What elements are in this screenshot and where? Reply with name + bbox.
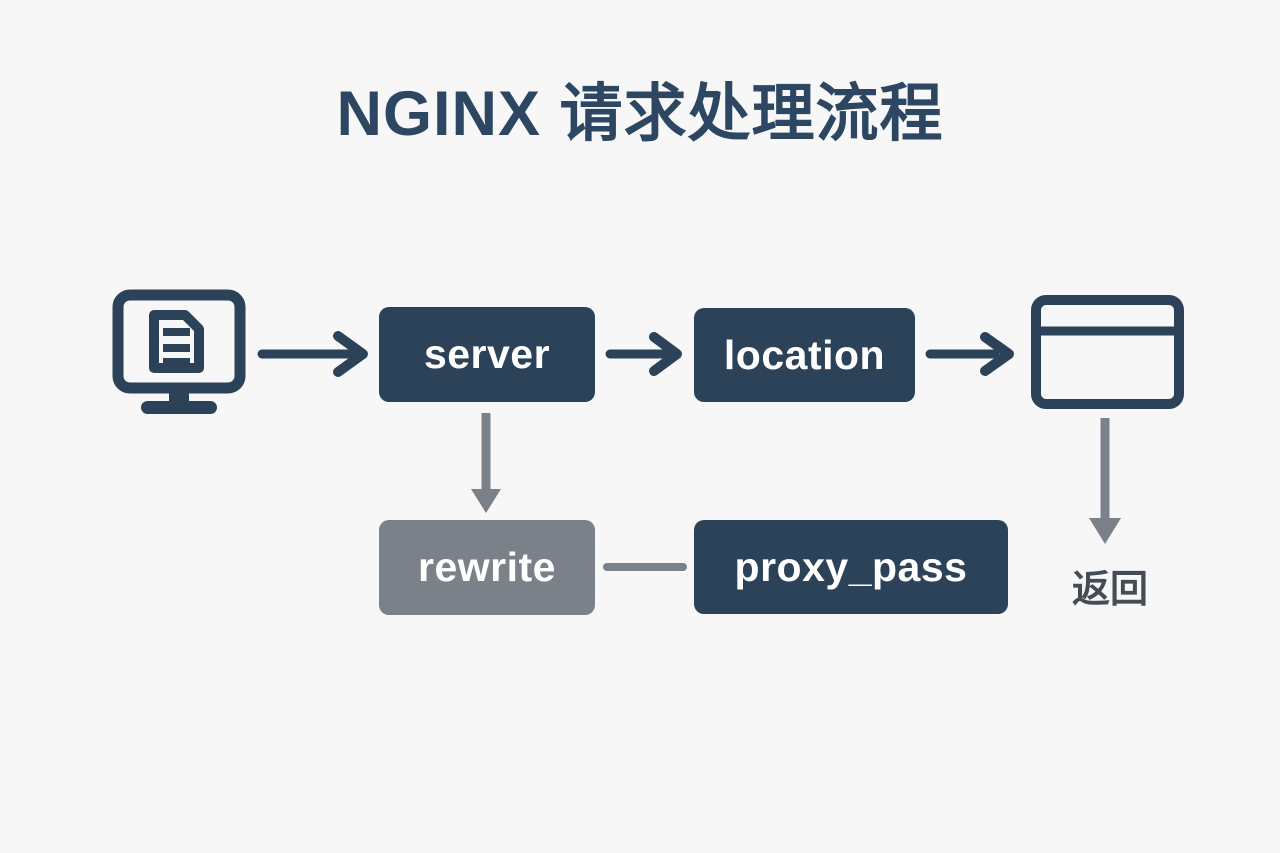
monitor-screen-outline	[112, 289, 246, 394]
arrow-server-to-location	[605, 332, 682, 376]
page-title: NGINX 请求处理流程	[336, 79, 944, 149]
document-outline-icon	[149, 310, 204, 373]
node-proxy-pass[interactable]: proxy_pass	[694, 520, 1008, 614]
monitor-document-icon	[112, 289, 246, 414]
return-label: 返回	[1071, 569, 1148, 611]
node-location[interactable]: location	[694, 308, 915, 402]
arrow-head	[980, 332, 1014, 376]
monitor-stand-neck	[169, 388, 189, 406]
arrow-head	[649, 332, 682, 376]
arrow-head	[1089, 518, 1121, 544]
arrow-location-to-browser	[925, 332, 1014, 376]
document-line-1	[163, 328, 190, 336]
arrow-client-to-server	[257, 331, 368, 377]
monitor-stand-base	[141, 401, 217, 414]
node-server[interactable]: server	[379, 307, 595, 402]
node-rewrite[interactable]: rewrite	[379, 520, 595, 615]
arrow-server-to-rewrite	[471, 413, 501, 513]
browser-frame-outline	[1031, 295, 1184, 409]
browser-window-icon	[1031, 295, 1184, 409]
document-line-2	[163, 344, 190, 352]
document-line-3	[163, 358, 190, 366]
arrow-head	[471, 489, 501, 513]
arrow-browser-to-return	[1089, 418, 1121, 544]
arrow-head	[333, 331, 368, 377]
